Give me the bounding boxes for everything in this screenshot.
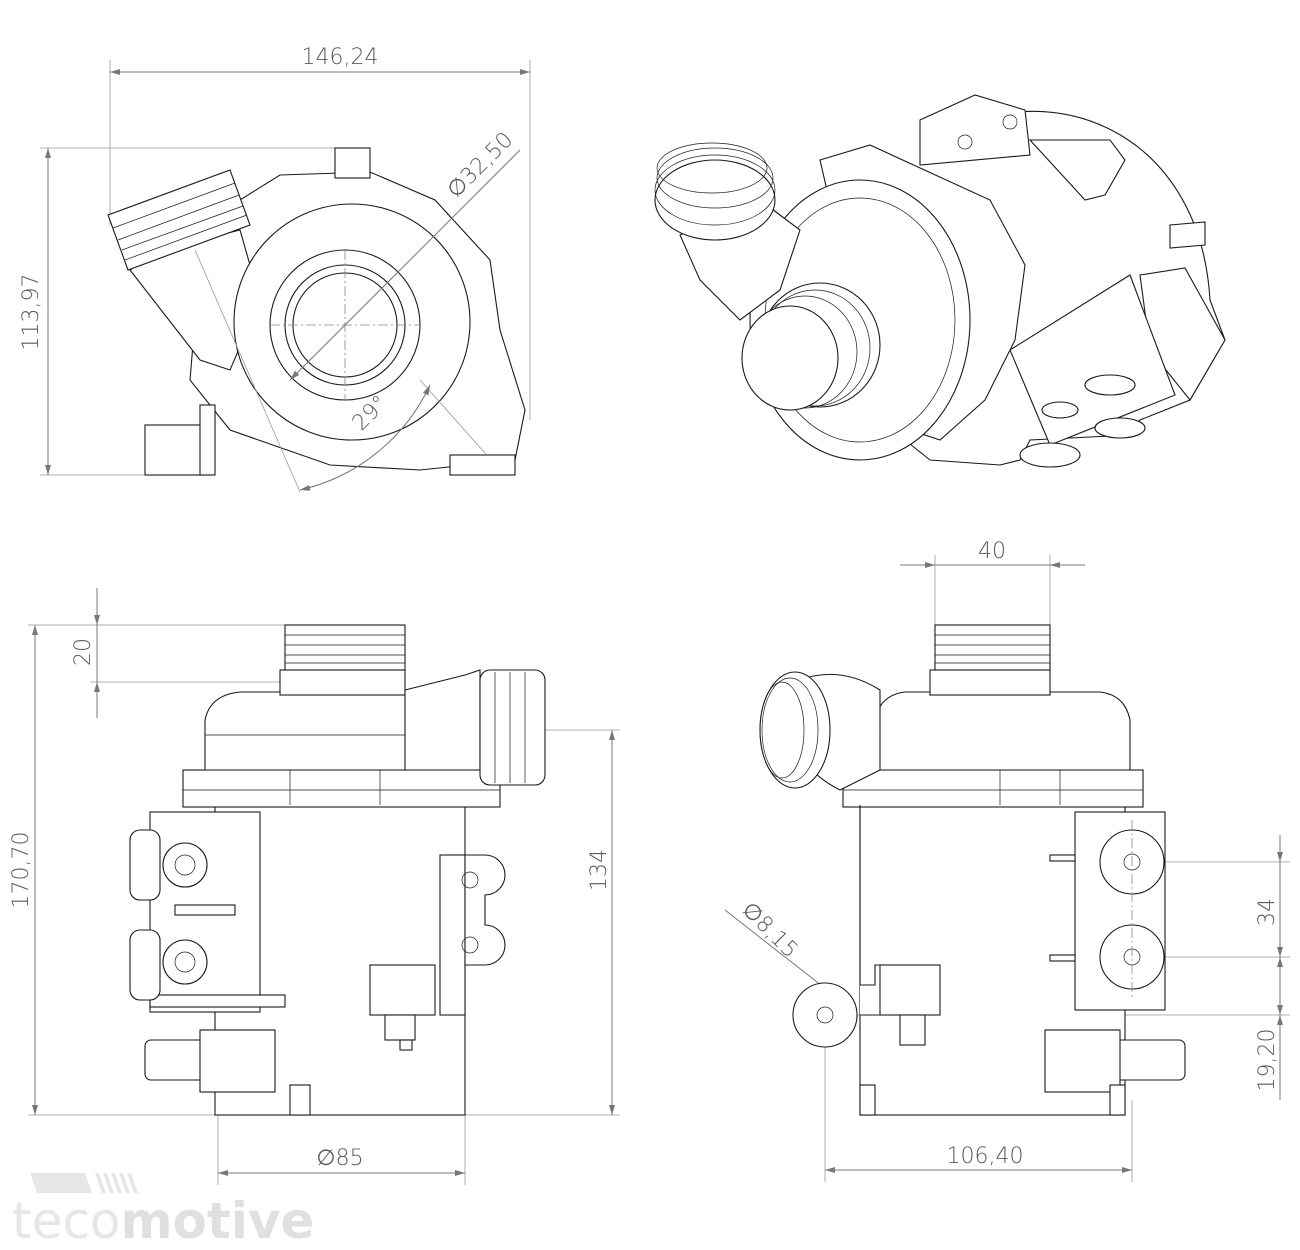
iso-inlet-ribs <box>654 142 776 241</box>
dim-side-body-height: 134 <box>587 849 612 891</box>
dim-overall-width: 106,40 <box>947 1144 1024 1169</box>
dim-front-width: 146,24 <box>302 45 379 70</box>
tecomotive-logo: tecomotive <box>12 1173 314 1250</box>
front-view: 146,24 113,97 ∅32,50 29° <box>19 45 531 493</box>
dim-mount-hole-diameter: ∅8,15 <box>737 897 803 963</box>
dim-mount-offset: 19,20 <box>1255 1029 1280 1092</box>
dim-side-port-height: 20 <box>71 638 96 666</box>
dim-side-total-height: 170,70 <box>9 832 34 909</box>
svg-text:tecomotive: tecomotive <box>12 1192 314 1250</box>
isometric-view <box>654 94 1226 468</box>
dim-body-diameter: ∅85 <box>316 1146 363 1171</box>
right-top-port-ribs <box>934 624 1051 671</box>
logo-text-light: teco <box>12 1192 120 1250</box>
front-inlet-ribs <box>107 169 251 271</box>
side-top-port-ribs <box>284 624 406 671</box>
dim-port-offset: 40 <box>978 539 1006 564</box>
dim-front-height: 113,97 <box>19 274 44 351</box>
side-view-left: 20 170,70 134 ∅85 <box>9 588 620 1185</box>
dim-mount-spacing: 34 <box>1255 898 1280 926</box>
side-view-right: 40 34 19,20 106,40 ∅8,15 <box>724 539 1290 1182</box>
dim-port-diameter: ∅32,50 <box>443 128 519 204</box>
logo-text-bold: motive <box>120 1192 314 1250</box>
